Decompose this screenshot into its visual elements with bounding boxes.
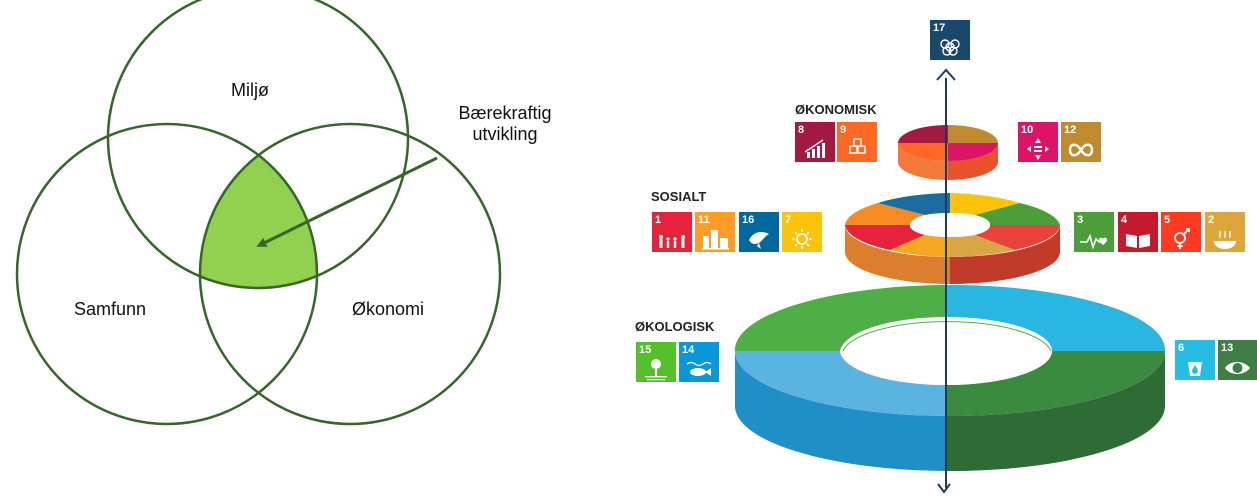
sdg-tile-6-number: 6: [1178, 342, 1184, 354]
sdg-tile-8-number: 8: [798, 124, 804, 136]
venn-label-miljo: Miljø: [231, 80, 269, 100]
water-drop-icon: [1188, 362, 1202, 376]
venn-circle-samfunn: [15, 122, 319, 426]
sdg-tile-15-number: 15: [639, 344, 651, 356]
sdg-tile-8: 8: [795, 122, 835, 162]
sdg-tile-5-number: 5: [1164, 214, 1170, 226]
sdg-tile-12-bg: [1061, 122, 1101, 162]
sdg-tile-6: 6: [1175, 340, 1215, 380]
axis-arrow-top-icon: [936, 68, 956, 81]
venn-circle-miljo: [106, 0, 410, 290]
callout-arrow: [256, 156, 438, 247]
sdg-tile-9-bg: [837, 122, 877, 162]
sdg-tile-12: 12: [1061, 122, 1101, 162]
cake-layer-economy: [898, 125, 998, 180]
gender-icon: [1174, 228, 1190, 249]
sdg-tile-17-number: 17: [933, 22, 945, 34]
sdg-tile-15: 15: [636, 342, 676, 382]
sdg-tile-4-number: 4: [1121, 214, 1128, 226]
sdg-tile-1-number: 1: [655, 214, 661, 226]
sdg-tile-11: 11: [695, 212, 735, 252]
sdg-tile-17: 17: [930, 20, 970, 60]
tier-label-ecological: ØKOLOGISK: [635, 319, 715, 334]
bowl-icon: [1214, 230, 1236, 249]
sdg-tile-7-number: 7: [785, 214, 791, 226]
sdg-tile-2: 2: [1205, 212, 1245, 252]
sdg-tile-4: 4: [1118, 212, 1158, 252]
tree-icon: [645, 359, 667, 381]
fish-icon: [686, 361, 712, 376]
dove-icon: [749, 232, 769, 249]
venn-diagram: Miljø Samfunn Økonomi Bærekraftig utvikl…: [15, 0, 552, 426]
sdg-tile-7: 7: [782, 212, 822, 252]
cake-layer-biosphere: [734, 284, 1166, 472]
sdg-tile-3: 3: [1074, 212, 1114, 252]
sdg-tile-1: 1: [652, 212, 692, 252]
sdg-tile-10: 10: [1018, 122, 1058, 162]
venn-label-okonomi: Økonomi: [352, 299, 424, 319]
sdg-tile-1-bg: [652, 212, 692, 252]
callout-label-line2: utvikling: [472, 124, 537, 144]
axis-arrow-bottom-icon: [937, 483, 951, 494]
equality-arrows-icon: [1027, 138, 1049, 160]
cake-layer-society: [845, 193, 1060, 284]
callout-label-line1: Bærekraftig: [458, 103, 551, 123]
flower-rings-icon: [940, 39, 960, 56]
cubes-icon: [849, 138, 866, 154]
growth-chart-icon: [804, 139, 825, 158]
eye-globe-icon: [1225, 362, 1250, 374]
sdg-tile-9: 9: [837, 122, 877, 162]
sun-icon: [792, 229, 812, 249]
tier-label-economic: ØKONOMISK: [795, 102, 877, 117]
sdg-tile-16: 16: [739, 212, 779, 252]
sdg-goal-tiles: 17 8 9 10: [636, 20, 1257, 382]
sdg-tile-16-number: 16: [742, 214, 754, 226]
sdg-tile-3-number: 3: [1077, 214, 1083, 226]
family-icon: [659, 235, 685, 248]
city-icon: [702, 230, 729, 250]
book-icon: [1126, 234, 1150, 248]
sdg-tile-9-number: 9: [840, 124, 846, 136]
sdg-tile-5: 5: [1161, 212, 1201, 252]
sdg-tile-14-number: 14: [682, 344, 695, 356]
sdg-tile-13: 13: [1218, 340, 1257, 380]
venn-label-samfunn: Samfunn: [74, 299, 146, 319]
venn-circle-okonomi: [198, 122, 502, 426]
venn-intersection: [200, 124, 317, 288]
sdg-tile-12-number: 12: [1064, 124, 1076, 136]
sdg-tile-4-bg: [1118, 212, 1158, 252]
sdg-cake-diagram: ØKONOMISK SOSIALT ØKOLOGISK: [635, 68, 1166, 494]
sdg-tile-11-number: 11: [698, 214, 710, 226]
sdg-tile-14: 14: [679, 342, 719, 382]
sdg-tile-10-number: 10: [1021, 124, 1033, 136]
sdg-tile-13-number: 13: [1221, 342, 1233, 354]
infinity-icon: [1068, 143, 1094, 157]
tier-label-social: SOSIALT: [651, 189, 706, 204]
heartbeat-icon: [1080, 233, 1102, 250]
sdg-tile-2-number: 2: [1208, 214, 1214, 226]
